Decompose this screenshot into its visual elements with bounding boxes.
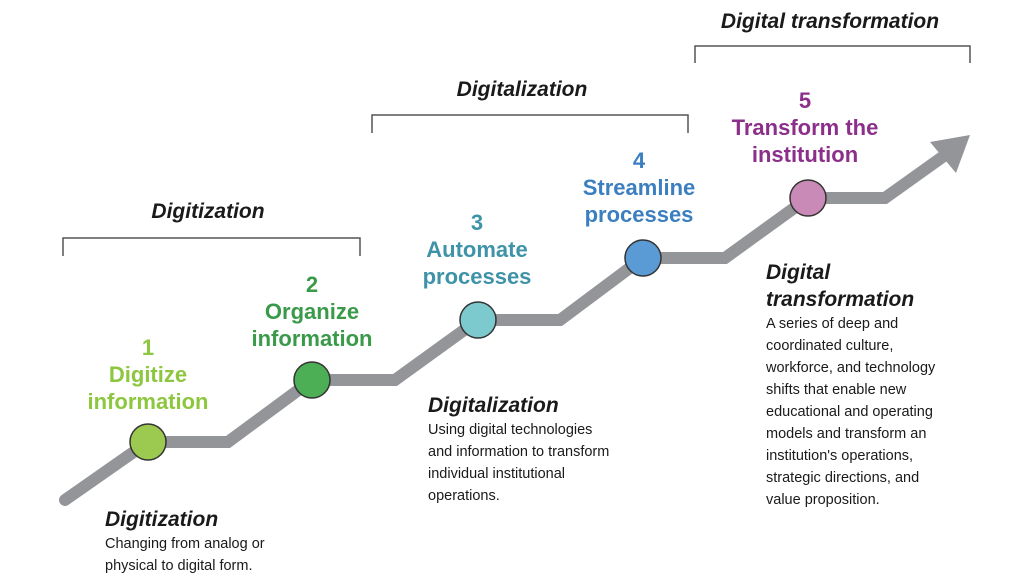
description-text: Using digital technologies xyxy=(428,422,593,438)
step-3-dot xyxy=(459,301,497,339)
description-text: value proposition. xyxy=(766,492,880,508)
step-title-line: Transform the xyxy=(731,115,879,140)
step-1-label: 1 Digitize information xyxy=(88,334,209,415)
description-title: Digital xyxy=(766,261,831,284)
step-5-dot xyxy=(789,179,827,217)
step-number: 2 xyxy=(305,272,319,297)
description-digital-transformation: Digital transformation A series of deep … xyxy=(766,259,935,511)
step-2-dot xyxy=(293,361,331,399)
bracket-digitization xyxy=(62,237,361,256)
description-text: individual institutional xyxy=(428,466,566,482)
description-text: workforce, and technology xyxy=(766,360,936,376)
phase-label-digitization: Digitization xyxy=(151,200,265,223)
description-text: institution's operations, xyxy=(766,448,914,464)
step-4-label: 4 Streamline processes xyxy=(583,147,696,228)
step-3-label: 3 Automate processes xyxy=(423,209,532,290)
description-text: coordinated culture, xyxy=(766,338,894,354)
description-text: A series of deep and xyxy=(766,316,899,332)
step-4-dot xyxy=(624,239,662,277)
phase-brackets xyxy=(62,45,971,256)
bracket-digitalization xyxy=(371,114,689,133)
step-title-line: Streamline xyxy=(582,175,696,200)
step-2-label: 2 Organize information xyxy=(252,271,373,352)
description-text: physical to digital form. xyxy=(105,558,253,574)
description-digitalization: Digitalization Using digital technologie… xyxy=(428,392,609,507)
step-title-line: information xyxy=(251,326,373,351)
step-title-line: Digitize xyxy=(108,362,188,387)
bracket-digital-transformation xyxy=(694,45,971,63)
step-number: 5 xyxy=(798,88,812,113)
description-text: shifts that enable new xyxy=(766,382,907,398)
step-number: 1 xyxy=(141,335,155,360)
step-title-line: Automate xyxy=(426,237,528,262)
step-title-line: information xyxy=(87,389,209,414)
description-title: Digitization xyxy=(105,508,219,531)
description-text: educational and operating xyxy=(766,404,933,420)
description-text: models and transform an xyxy=(766,426,927,442)
description-title: Digitalization xyxy=(428,394,559,417)
description-text: and information to transform xyxy=(428,444,610,460)
description-text: Changing from analog or xyxy=(105,536,265,552)
description-text: strategic directions, and xyxy=(766,470,920,486)
phase-label-digital-transformation: Digital transformation xyxy=(720,10,940,33)
step-title-line: Organize xyxy=(264,299,360,324)
step-number: 4 xyxy=(632,148,646,173)
step-number: 3 xyxy=(470,210,484,235)
description-title: transformation xyxy=(766,288,915,311)
step-title-line: processes xyxy=(422,264,532,289)
step-title-line: processes xyxy=(584,202,694,227)
description-digitization: Digitization Changing from analog or phy… xyxy=(105,506,265,577)
arrow-head-icon xyxy=(930,135,970,173)
step-5-label: 5 Transform the institution xyxy=(732,87,879,168)
step-title-line: institution xyxy=(751,142,859,167)
description-text: operations. xyxy=(428,488,500,504)
step-1-dot xyxy=(129,423,167,461)
phase-label-digitalization: Digitalization xyxy=(456,78,588,101)
